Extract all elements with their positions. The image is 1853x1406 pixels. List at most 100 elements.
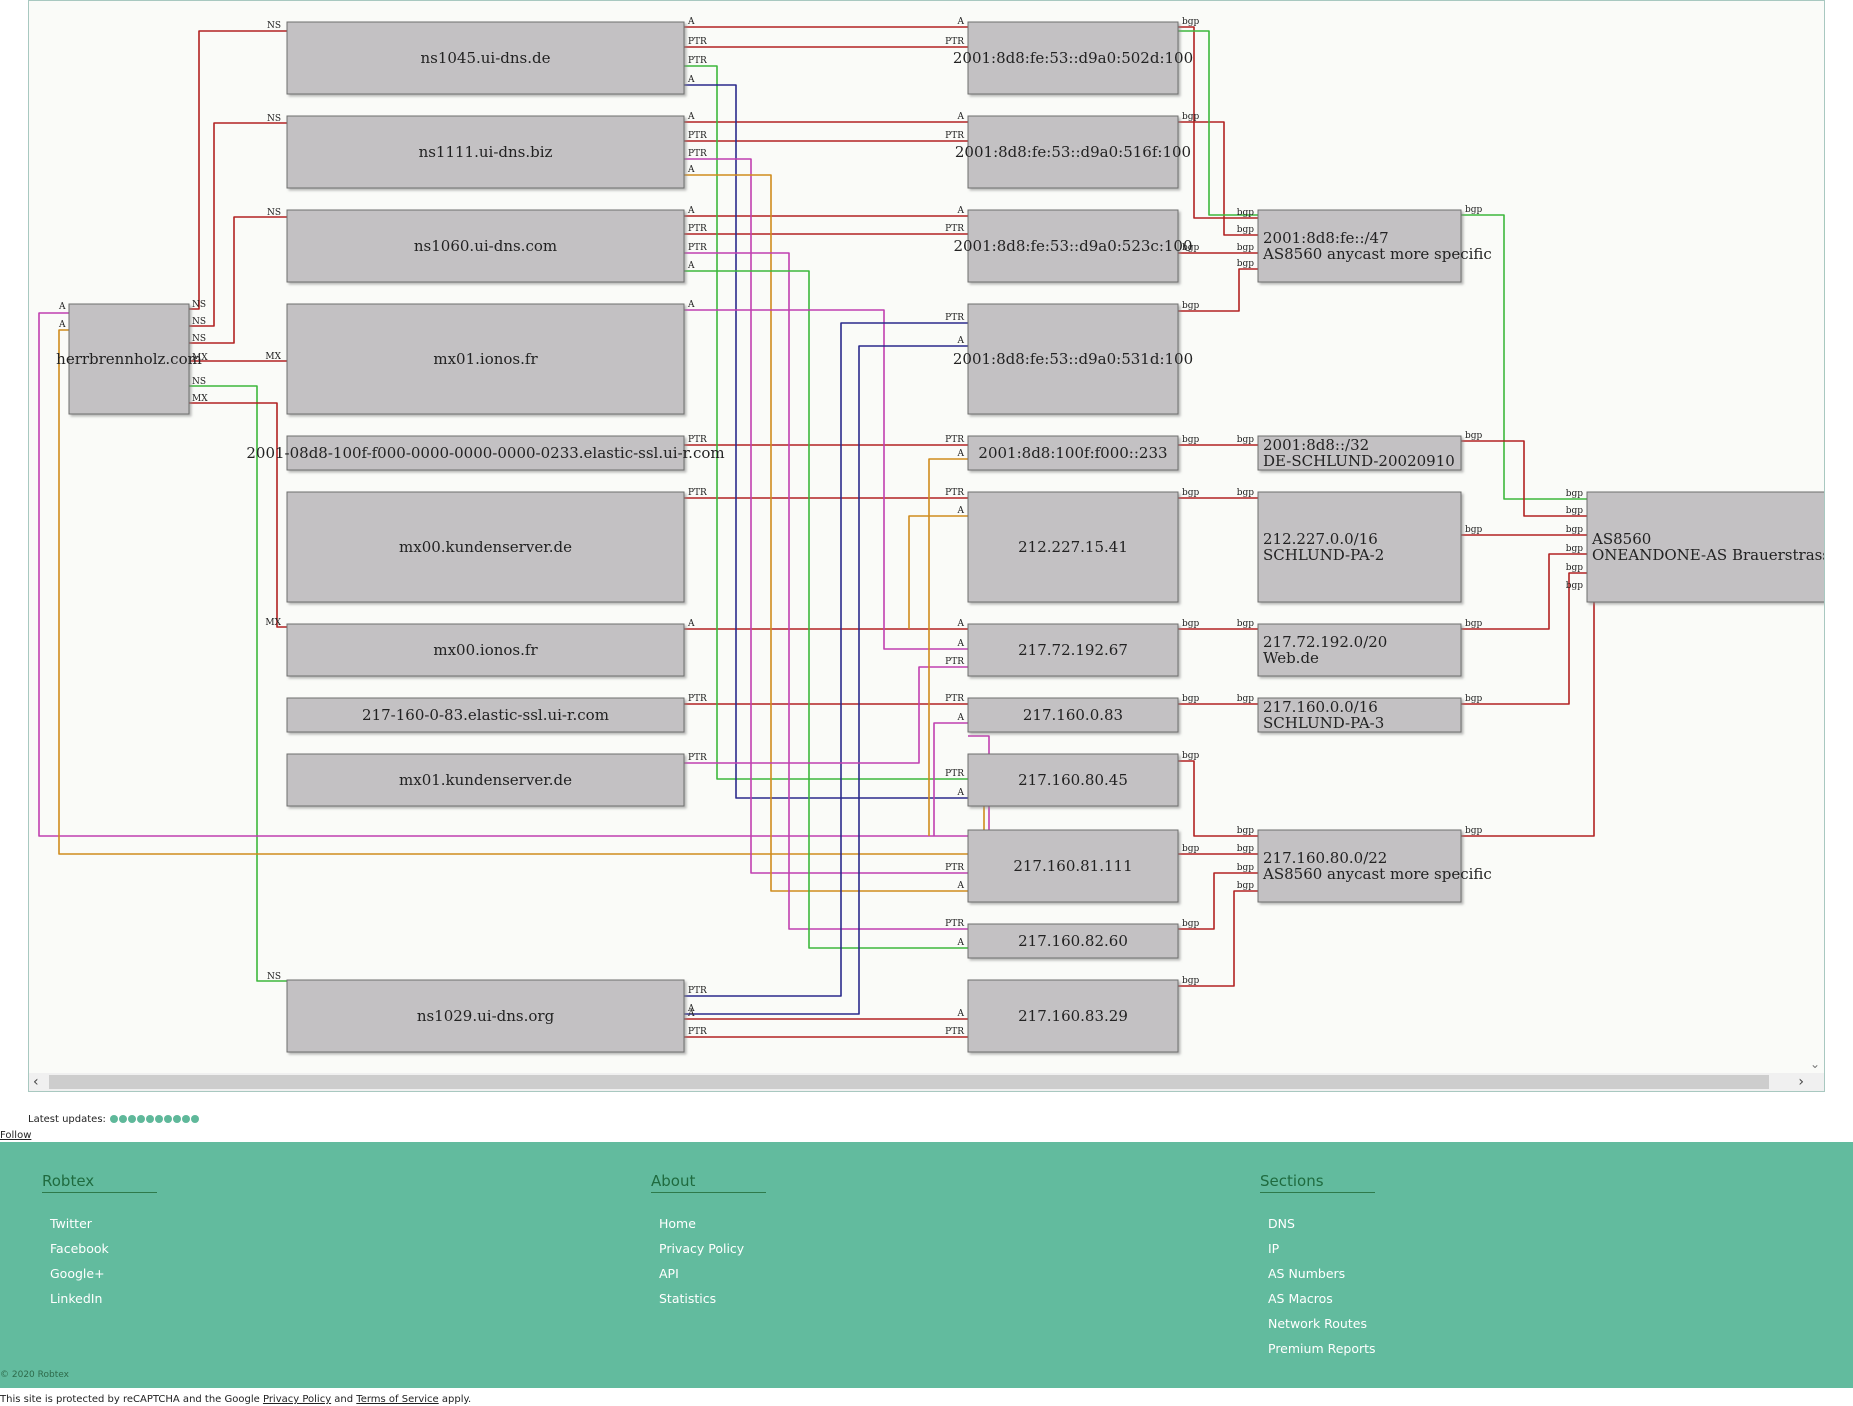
graph-node[interactable]: 2001:8d8:fe:53::d9a0:523c:100 xyxy=(953,209,1193,283)
edge-label: NS xyxy=(267,208,281,218)
graph-node[interactable]: 217.72.192.67 xyxy=(967,623,1179,677)
node-label: 2001:8d8:fe:53::d9a0:502d:100 xyxy=(953,49,1193,67)
update-dot[interactable] xyxy=(110,1115,119,1123)
update-dot[interactable] xyxy=(173,1115,182,1123)
edge-label: bgp xyxy=(1237,844,1255,854)
graph-node[interactable]: 212.227.15.41 xyxy=(967,491,1179,603)
graph-node[interactable]: 217-160-0-83.elastic-ssl.ui-r.com xyxy=(286,697,685,733)
footer-link-as-numbers[interactable]: AS Numbers xyxy=(1268,1266,1346,1281)
footer-link-privacy-policy[interactable]: Privacy Policy xyxy=(659,1241,745,1256)
graph-node[interactable]: 2001:8d8:fe:53::d9a0:531d:100 xyxy=(953,303,1193,415)
graph-node[interactable]: 2001:8d8:fe:53::d9a0:502d:100 xyxy=(953,21,1193,95)
footer-link-statistics[interactable]: Statistics xyxy=(659,1291,717,1306)
footer-link-api[interactable]: API xyxy=(659,1266,679,1281)
update-dot[interactable] xyxy=(137,1115,146,1123)
node-label: 217.160.82.60 xyxy=(1018,932,1128,950)
privacy-policy-link[interactable]: Privacy Policy xyxy=(262,1394,332,1405)
graph-node[interactable]: 2001:8d8:100f:f000::233 xyxy=(967,435,1179,471)
edge-a xyxy=(684,84,968,799)
edge-label: bgp xyxy=(1182,488,1200,498)
footer-column-sections: Sections DNS IP AS Numbers AS Macros Net… xyxy=(1260,1172,1376,1361)
edge-label: bgp xyxy=(1465,205,1483,215)
graph-node[interactable]: mx00.ionos.fr xyxy=(286,623,685,677)
update-dot[interactable] xyxy=(191,1115,200,1123)
edge-ptr xyxy=(684,666,968,764)
graph-node[interactable]: ns1029.ui-dns.org xyxy=(286,979,685,1053)
graph-node[interactable]: 217.160.81.111 xyxy=(967,829,1179,903)
node-label: ns1045.ui-dns.de xyxy=(420,49,550,67)
node-label: 217.160.80.45 xyxy=(1018,771,1128,789)
footer-link-googleplus[interactable]: Google+ xyxy=(50,1266,105,1281)
edge-label: NS xyxy=(267,114,281,124)
edge-ns xyxy=(189,30,287,310)
graph-node[interactable]: 217.160.82.60 xyxy=(967,923,1179,959)
edge-label: PTR xyxy=(945,694,964,704)
graph-edges xyxy=(38,26,1595,1038)
horizontal-scrollbar[interactable]: ‹ › xyxy=(29,1073,1824,1091)
update-dot[interactable] xyxy=(146,1115,155,1123)
graph-node[interactable]: ns1111.ui-dns.biz xyxy=(286,115,685,189)
footer-link-facebook[interactable]: Facebook xyxy=(50,1241,109,1256)
edge-label: PTR xyxy=(688,56,707,66)
graph-node[interactable]: mx00.kundenserver.de xyxy=(286,491,685,603)
edge-label: A xyxy=(687,17,695,27)
edge-label: NS xyxy=(267,21,281,31)
dns-graph-panel[interactable]: herrbrennholz.com ns1045.ui-dns.de ns1111.… xyxy=(28,0,1825,1092)
node-label: ns1029.ui-dns.org xyxy=(417,1007,555,1025)
edge-label: PTR xyxy=(688,131,707,141)
graph-node[interactable]: 2001-08d8-100f-f000-0000-0000-0000-0233.… xyxy=(246,435,725,471)
update-dot[interactable] xyxy=(119,1115,128,1123)
edge-label: bgp xyxy=(1566,563,1584,573)
graph-node[interactable]: 217.160.0.83 xyxy=(967,697,1179,733)
update-dot[interactable] xyxy=(155,1115,164,1123)
follow-link[interactable]: Follow xyxy=(0,1130,32,1141)
node-label: 217-160-0-83.elastic-ssl.ui-r.com xyxy=(362,706,609,724)
edge-label: PTR xyxy=(945,863,964,873)
edge-label: bgp xyxy=(1237,826,1255,836)
footer-link-as-macros[interactable]: AS Macros xyxy=(1268,1291,1333,1306)
footer-link-home[interactable]: Home xyxy=(659,1216,696,1231)
edge-label: A xyxy=(957,206,965,216)
footer-link-linkedin[interactable]: LinkedIn xyxy=(50,1291,103,1306)
footer-link-network-routes[interactable]: Network Routes xyxy=(1268,1316,1367,1331)
node-sublabel: Web.de xyxy=(1263,649,1319,667)
edge-label: PTR xyxy=(688,243,707,253)
graph-node[interactable]: 217.160.83.29 xyxy=(967,979,1179,1053)
graph-node[interactable]: 2001:8d8:fe:53::d9a0:516f:100 xyxy=(955,115,1191,189)
edge-label: bgp xyxy=(1566,525,1584,535)
graph-node[interactable]: ns1060.ui-dns.com xyxy=(286,209,685,283)
graph-node[interactable]: 217.160.80.45 xyxy=(967,753,1179,807)
scroll-right-icon[interactable]: › xyxy=(1798,1074,1804,1090)
graph-node[interactable]: ns1045.ui-dns.de xyxy=(286,21,685,95)
edge-label: MX xyxy=(192,394,208,404)
edge-label: A xyxy=(957,881,965,891)
footer-link-ip[interactable]: IP xyxy=(1268,1241,1280,1256)
node-label: 217.160.0.83 xyxy=(1023,706,1123,724)
footer-link-premium-reports[interactable]: Premium Reports xyxy=(1268,1341,1376,1356)
graph-node[interactable]: herrbrennholz.com xyxy=(56,303,202,415)
update-dot[interactable] xyxy=(128,1115,137,1123)
update-dot[interactable] xyxy=(164,1115,173,1123)
edge-label: A xyxy=(957,713,965,723)
graph-node[interactable]: mx01.ionos.fr xyxy=(286,303,685,415)
scroll-down-icon[interactable]: ⌄ xyxy=(1809,1057,1820,1071)
terms-of-service-link[interactable]: Terms of Service xyxy=(356,1394,439,1405)
footer-link-twitter[interactable]: Twitter xyxy=(50,1216,92,1231)
scroll-left-icon[interactable]: ‹ xyxy=(33,1074,39,1090)
footer-link-dns[interactable]: DNS xyxy=(1268,1216,1295,1231)
node-label: AS8560 xyxy=(1591,530,1651,548)
scrollbar-thumb[interactable] xyxy=(49,1075,1769,1089)
edge-label: A xyxy=(687,1009,695,1019)
edge-label: MX xyxy=(192,353,208,363)
edge-label: bgp xyxy=(1182,435,1200,445)
edge-bgp xyxy=(1178,268,1258,312)
update-dot[interactable] xyxy=(182,1115,191,1123)
graph-node[interactable]: mx01.kundenserver.de xyxy=(286,753,685,807)
